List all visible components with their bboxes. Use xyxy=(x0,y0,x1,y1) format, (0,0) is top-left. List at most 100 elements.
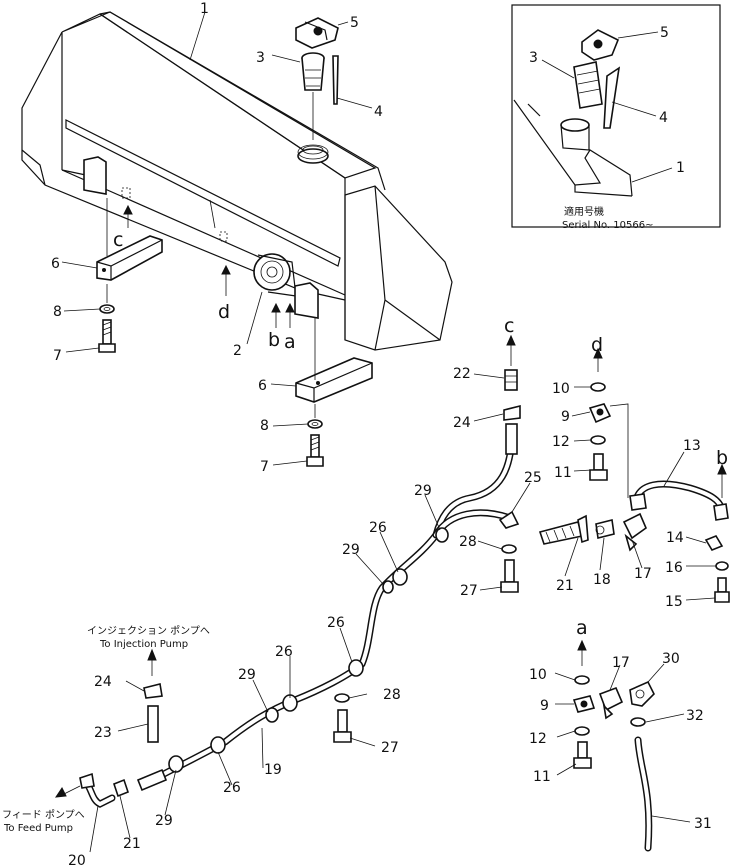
bolt-7-right xyxy=(306,434,324,467)
clip-21-lower xyxy=(113,778,129,798)
hose-31 xyxy=(634,736,653,852)
washer-16 xyxy=(715,561,729,571)
callout-26-d: 26 xyxy=(223,780,241,796)
callout-14: 14 xyxy=(666,530,684,546)
bolt-27-upper xyxy=(500,559,519,593)
callout-7-right: 7 xyxy=(260,459,269,475)
letter-b-pipe: b xyxy=(716,447,728,469)
letter-c-pipe: c xyxy=(504,315,514,337)
eyebolt-9-upper xyxy=(588,403,612,424)
serial-jp: 適用号機 xyxy=(564,205,604,218)
clamps xyxy=(168,527,449,773)
inset-callout-5: 5 xyxy=(660,25,669,41)
valve-17-lower xyxy=(598,686,624,720)
callout-11-lower: 11 xyxy=(533,769,551,785)
serial-inset: 5 3 4 1 適用号機 Serial No. 10566~ xyxy=(511,4,721,231)
serial-number: Serial No. 10566~ xyxy=(562,220,653,231)
callout-28-upper: 28 xyxy=(459,534,477,550)
note-feed-jp: フィード ポンプへ xyxy=(2,809,85,821)
inset-callout-1: 1 xyxy=(676,160,685,176)
hose-23 xyxy=(147,705,159,743)
callout-12-upper: 12 xyxy=(552,434,570,450)
pipe-13 xyxy=(629,480,729,521)
washer-8-left xyxy=(99,304,115,314)
valve-17-upper xyxy=(622,512,647,552)
callout-18: 18 xyxy=(593,572,611,588)
washer-28-upper xyxy=(501,544,517,554)
bolt-15 xyxy=(714,577,730,603)
clip-24-top xyxy=(503,404,521,421)
note-injection-jp: インジェクション ポンプへ xyxy=(87,625,210,637)
piping-leaders xyxy=(89,373,716,853)
callout-32: 32 xyxy=(686,708,704,724)
callout-26-b: 26 xyxy=(327,615,345,631)
callout-6-left: 6 xyxy=(51,256,60,272)
washer-12-lower xyxy=(574,726,590,736)
callout-9-upper: 9 xyxy=(561,409,570,425)
inset-callout-3: 3 xyxy=(529,50,538,66)
clip-14 xyxy=(704,535,724,551)
pipe-segment-lower xyxy=(136,768,168,792)
callout-26-c: 26 xyxy=(275,644,293,660)
callout-29-c: 29 xyxy=(238,667,256,683)
letter-a-pipe: a xyxy=(576,617,588,639)
fitting-22 xyxy=(504,369,518,391)
letter-d-pipe: d xyxy=(591,334,603,356)
pipe-21-right xyxy=(538,514,589,545)
callout-29-b: 29 xyxy=(342,542,360,558)
clip-25 xyxy=(498,510,520,529)
callout-29-d: 29 xyxy=(155,813,173,829)
callout-4: 4 xyxy=(374,104,383,120)
callout-15: 15 xyxy=(665,594,683,610)
callout-26-a: 26 xyxy=(369,520,387,536)
tank-leaders xyxy=(61,11,373,466)
callout-28-lower: 28 xyxy=(383,687,401,703)
bolt-11-upper xyxy=(589,453,608,481)
callout-20: 20 xyxy=(68,853,86,866)
bracket-6-right xyxy=(295,357,373,403)
callout-8-left: 8 xyxy=(53,304,62,320)
callout-24-upper: 24 xyxy=(453,415,471,431)
hose-segment-top xyxy=(505,423,518,455)
inset-callout-4: 4 xyxy=(659,110,668,126)
bolt-11-lower xyxy=(573,741,592,769)
elbow-30 xyxy=(629,680,655,707)
letter-b-tank: b xyxy=(268,329,280,351)
callout-17-lower: 17 xyxy=(612,655,630,671)
callout-21-lower: 21 xyxy=(123,836,141,852)
bracket-6-left xyxy=(96,235,163,281)
callout-16: 16 xyxy=(665,560,683,576)
connector-18 xyxy=(595,519,615,539)
callout-6-right: 6 xyxy=(258,378,267,394)
callout-7-left: 7 xyxy=(53,348,62,364)
callout-17-upper: 17 xyxy=(634,566,652,582)
callout-9-lower: 9 xyxy=(540,698,549,714)
washer-32 xyxy=(630,717,646,727)
letter-d-tank: d xyxy=(218,301,230,323)
rod-4 xyxy=(332,55,339,105)
callout-1: 1 xyxy=(200,1,209,17)
pipe-20 xyxy=(79,772,116,808)
callout-2: 2 xyxy=(233,343,242,359)
letter-a-tank: a xyxy=(284,331,296,353)
callout-8-right: 8 xyxy=(260,418,269,434)
callout-3: 3 xyxy=(256,50,265,66)
callout-24-lower: 24 xyxy=(94,674,112,690)
washer-12-upper xyxy=(590,435,606,445)
bolt-27-lower xyxy=(333,709,352,743)
callout-13: 13 xyxy=(683,438,701,454)
filler-cap-5 xyxy=(295,17,339,49)
callout-21-upper: 21 xyxy=(556,578,574,594)
washer-8-right xyxy=(307,419,323,429)
callout-31: 31 xyxy=(694,816,712,832)
letter-c-tank: c xyxy=(113,229,123,251)
callout-22: 22 xyxy=(453,366,471,382)
eyebolt-9-lower xyxy=(572,695,596,713)
washer-10-lower xyxy=(574,675,590,685)
callout-29-a: 29 xyxy=(414,483,432,499)
callout-19: 19 xyxy=(264,762,282,778)
callout-25: 25 xyxy=(524,470,542,486)
bolt-7-left xyxy=(98,319,116,353)
note-injection-en: To Injection Pump xyxy=(99,639,188,650)
